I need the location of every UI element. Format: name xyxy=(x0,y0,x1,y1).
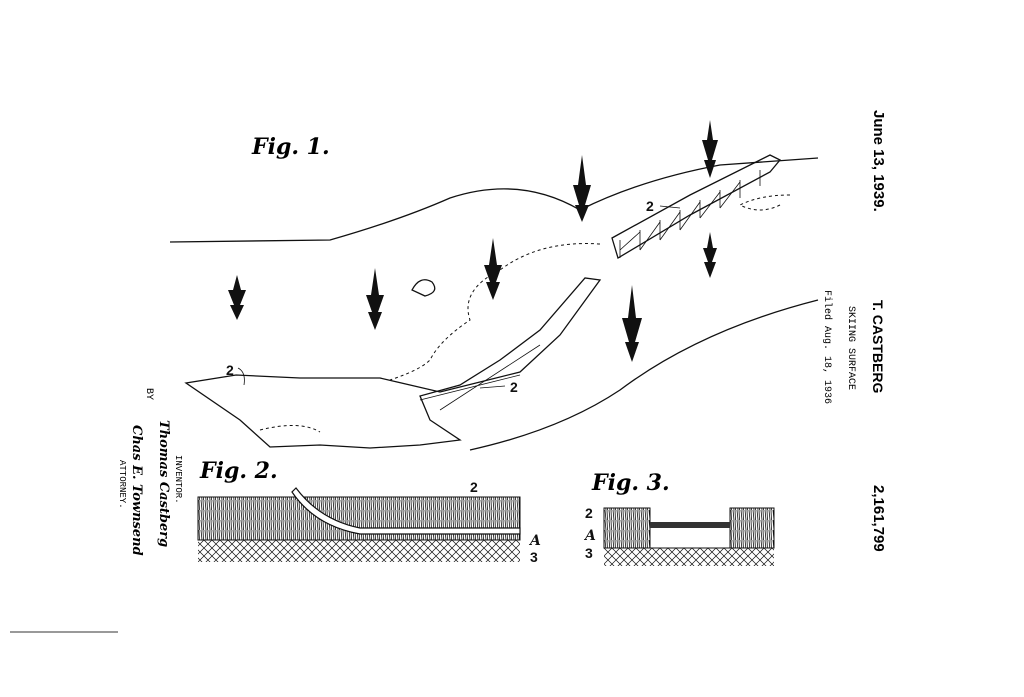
ski-track-3 xyxy=(259,425,321,433)
fig3-ref-A: A xyxy=(583,528,596,544)
fig2-ref-3: 3 xyxy=(530,549,538,565)
fig1-ref-2a: 2 xyxy=(226,362,234,378)
fig1-ref-2b: 2 xyxy=(510,379,518,395)
signature-block: INVENTOR. Thomas Castberg BY Chas E. Tow… xyxy=(117,388,183,556)
fig1-label: Fig. 1. xyxy=(251,134,330,160)
figure-3: Fig. 3. 2 A 3 xyxy=(583,470,775,566)
inventor-signature: Thomas Castberg xyxy=(156,420,171,547)
ski-trestle xyxy=(611,154,782,259)
header-block: June 13, 1939. T. CASTBERG SKIING SURFAC… xyxy=(821,110,887,552)
patent-title: SKIING SURFACE xyxy=(845,306,856,390)
fig3-ref-2: 2 xyxy=(585,505,593,521)
ski-track-2 xyxy=(738,194,791,211)
fig2-mat-strip xyxy=(291,487,521,535)
inventor-name: T. CASTBERG xyxy=(870,300,886,393)
fig3-label: Fig. 3. xyxy=(591,470,670,496)
patent-date: June 13, 1939. xyxy=(870,110,887,212)
trees xyxy=(228,120,718,362)
ski-track xyxy=(389,243,601,381)
figure-2: Fig. 2. 2 A 3 xyxy=(197,458,541,565)
filed-date: Filed Aug. 18, 1936 xyxy=(821,290,833,404)
slope-edges xyxy=(419,344,541,411)
inventor-label: INVENTOR. xyxy=(173,455,183,504)
fig3-ref-3: 3 xyxy=(585,545,593,561)
by-label: BY xyxy=(143,388,154,400)
figure-1: Fig. 1. 2 2 2 xyxy=(169,120,819,451)
fig2-label: Fig. 2. xyxy=(199,458,278,484)
hill-front-line xyxy=(469,299,819,451)
fig1-ref-2c: 2 xyxy=(646,198,654,214)
boulder xyxy=(411,279,436,297)
hill-ridge-line xyxy=(169,157,819,243)
attorney-label: ATTORNEY. xyxy=(117,460,127,509)
fig1-leader-lines xyxy=(237,205,681,389)
fig2-ref-2: 2 xyxy=(470,479,478,495)
attorney-signature: Chas E. Townsend xyxy=(129,425,144,556)
fig2-ref-A: A xyxy=(528,533,541,549)
patent-number: 2,161,799 xyxy=(870,485,887,552)
trestle-bracing xyxy=(619,170,761,258)
skiing-surface-slope xyxy=(184,277,602,449)
